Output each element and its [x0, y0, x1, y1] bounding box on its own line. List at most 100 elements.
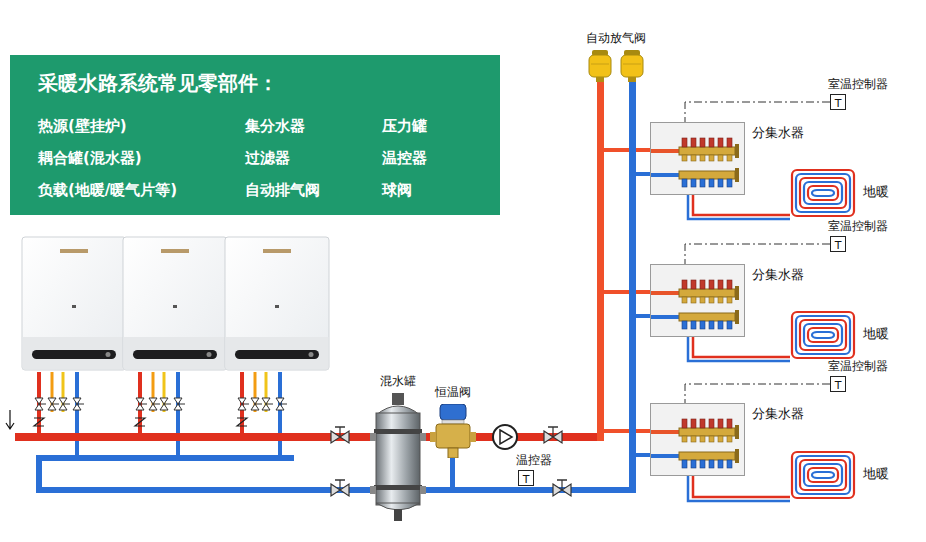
parts-grid: 热源(壁挂炉)集分水器压力罐耦合罐(混水器)过滤器温控器负载(地暖/暖气片等)自… — [38, 117, 500, 199]
manifold-picture-part — [735, 144, 739, 158]
floor-heating-coil: 地暖 — [790, 450, 856, 500]
valve-picture-part — [442, 420, 464, 424]
manifold-picture-part — [735, 286, 739, 300]
tank-picture-part — [370, 486, 376, 494]
part-name: 球阀 — [382, 181, 502, 199]
supply-pipe-part — [15, 433, 372, 441]
return-pipe-part — [636, 172, 651, 176]
manifold-picture-part — [651, 173, 679, 177]
manifold-picture-part — [727, 155, 732, 161]
manifold-picture-part — [679, 171, 735, 179]
floor-heating-coil: 地暖 — [790, 168, 856, 218]
part-name: 热源(壁挂炉) — [38, 117, 245, 135]
valve-picture-part — [440, 404, 466, 420]
manifold-picture-part — [691, 155, 696, 161]
component-label: 地暖 — [863, 326, 889, 342]
component-label: 地暖 — [863, 466, 889, 482]
manifold-picture-part — [727, 179, 732, 187]
supply-pipe-part — [604, 290, 651, 294]
return-pipe-part — [450, 456, 455, 489]
air-vent-picture-part — [591, 64, 609, 65]
air-vent-picture-part — [621, 55, 643, 77]
connector-line — [685, 102, 830, 122]
manifold-picture-part — [700, 138, 705, 147]
part-name: 集分水器 — [245, 117, 382, 135]
boiler-pipes — [6, 372, 287, 458]
manifold-picture-part — [727, 436, 732, 442]
manifold-picture-part — [700, 460, 705, 468]
manifold-picture-part — [700, 179, 705, 187]
coil-picture-part — [808, 186, 838, 200]
tank-picture-part — [420, 486, 426, 494]
manifold-picture-part — [691, 436, 696, 442]
manifold-picture-part — [651, 291, 679, 295]
manifold-picture-part — [679, 428, 735, 436]
manifold-picture-part — [718, 280, 723, 289]
parts-panel: 采暖水路系统常见零部件：热源(壁挂炉)集分水器压力罐耦合罐(混水器)过滤器温控器… — [10, 55, 500, 215]
component-label: 分集水器 — [752, 267, 804, 283]
boiler-units-part — [22, 237, 126, 370]
manifold-picture-part — [727, 321, 732, 329]
manifold-picture-part — [691, 179, 696, 187]
thermostat-box: T室温控制器 — [830, 376, 846, 392]
coil-picture-part — [812, 332, 834, 338]
thermostat-box: T室温控制器 — [830, 236, 846, 252]
coil-picture-part — [796, 174, 850, 212]
connector — [685, 244, 830, 264]
coil-picture — [790, 450, 856, 500]
return-pipe-part — [636, 453, 651, 457]
part-name: 耦合罐(混水器) — [38, 149, 245, 167]
manifold-picture-part — [651, 315, 679, 319]
coil-picture-part — [792, 170, 854, 216]
coil-picture-part — [804, 464, 842, 486]
thermostat-mark: T — [523, 474, 530, 486]
manifold-picture-part — [682, 280, 687, 289]
tank-picture-part — [370, 433, 376, 441]
part-name: 负载(地暖/暖气片等) — [38, 181, 245, 199]
circulation-pump-part — [500, 430, 512, 444]
connector-line — [685, 384, 830, 403]
mixing-tank: 混水罐 — [370, 393, 426, 521]
boiler-pipes-part — [135, 372, 185, 458]
manifold-picture-part — [651, 430, 679, 434]
valve-picture — [430, 404, 476, 458]
manifold-picture-part — [682, 297, 687, 303]
manifold-picture-part — [679, 147, 735, 155]
connector — [685, 384, 830, 403]
coil-picture-part — [792, 452, 854, 498]
ball-valves-part — [331, 427, 349, 443]
connector-line — [693, 337, 790, 357]
manifold-picture-part — [709, 179, 714, 187]
air-vent-picture-part — [589, 55, 611, 77]
manifold-picture-part — [718, 179, 723, 187]
manifold-picture-part — [718, 436, 723, 442]
manifold-picture-part — [709, 280, 714, 289]
manifold-picture-part — [709, 419, 714, 428]
air-vent-picture-part — [628, 77, 636, 82]
part-name: 压力罐 — [382, 117, 502, 135]
thermostat-mark: T — [835, 240, 842, 252]
connector — [688, 476, 790, 501]
coil-picture — [790, 168, 856, 218]
component-label: 温控器 — [516, 453, 552, 468]
connector-line — [688, 195, 790, 219]
coil-picture-part — [804, 182, 842, 204]
connector-line — [688, 476, 790, 501]
boiler-units-part — [225, 237, 329, 370]
component-label: 自动放气阀 — [586, 31, 646, 46]
air-vent-picture-part — [623, 64, 641, 65]
manifold-picture-part — [700, 297, 705, 303]
component-label: 室温控制器 — [828, 359, 888, 374]
manifold-picture-part — [682, 138, 687, 147]
coil-picture-part — [812, 190, 834, 196]
component-label: 室温控制器 — [828, 219, 888, 234]
coil-picture-part — [808, 328, 838, 342]
tank-picture-part — [376, 503, 420, 510]
manifold-picture-part — [709, 297, 714, 303]
coil-picture-part — [800, 320, 846, 350]
thermostat-box: T温控器 — [518, 470, 534, 486]
air-vent-picture-part — [596, 77, 604, 82]
manifold-picture-part — [735, 310, 739, 324]
